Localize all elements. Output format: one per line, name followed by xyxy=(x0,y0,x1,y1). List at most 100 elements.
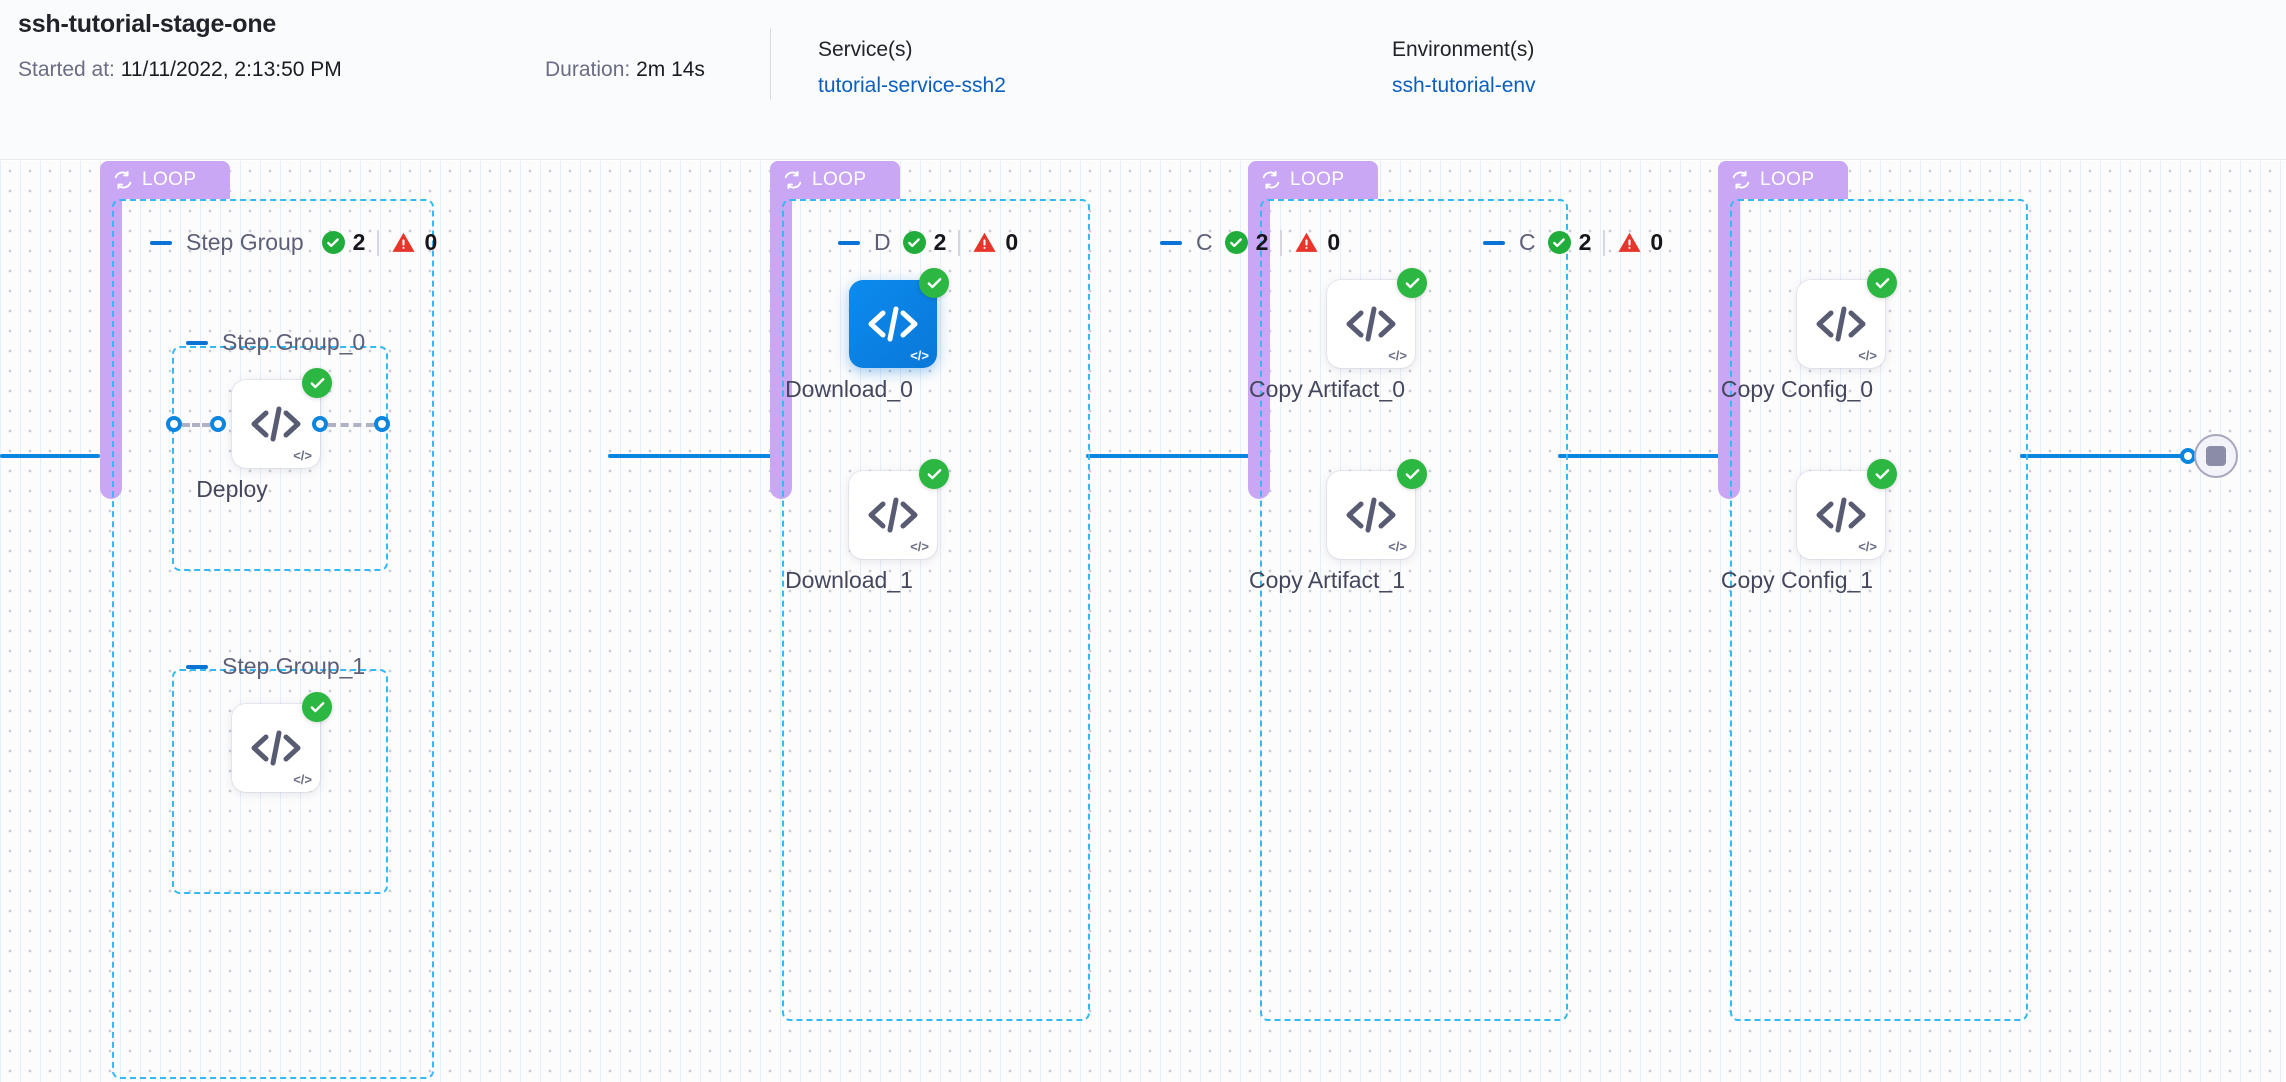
failure-count-value: 0 xyxy=(424,229,438,255)
group-box-step-group[interactable] xyxy=(112,199,434,1079)
services-label: Service(s) xyxy=(818,38,913,61)
execution-header: ssh-tutorial-stage-one Started at: 11/11… xyxy=(0,0,2286,160)
group-box-step-group-0[interactable] xyxy=(172,346,388,571)
node-body[interactable]: </> xyxy=(232,692,332,792)
node-type-glyph: </> xyxy=(1388,348,1407,363)
collapse-toggle-icon[interactable] xyxy=(1483,240,1505,245)
code-icon xyxy=(1814,303,1868,345)
node-body[interactable]: </> xyxy=(849,268,949,368)
group-title: Step Group_0 xyxy=(222,329,366,355)
node-body[interactable]: </> xyxy=(1327,268,1427,368)
failure-count-value: 0 xyxy=(1650,229,1664,255)
loop-icon xyxy=(1730,169,1752,191)
success-count-value: 2 xyxy=(1255,229,1269,255)
node-type-glyph: </> xyxy=(1388,539,1407,554)
success-count-group: 2 xyxy=(1224,229,1269,256)
group-box-step-group-1[interactable] xyxy=(172,669,388,894)
loop-badge-2[interactable]: LOOP xyxy=(770,161,900,199)
dashed-link-left xyxy=(182,423,210,427)
environments-block: Environment(s) ssh-tutorial-env xyxy=(1392,38,1536,98)
node-port-left-outer[interactable] xyxy=(166,416,182,432)
count-divider xyxy=(958,229,961,256)
started-at-row: Started at: 11/11/2022, 2:13:50 PM xyxy=(18,58,342,82)
success-count-group: 2 xyxy=(1547,229,1592,256)
group-header-copy-config[interactable]: C 2 0 xyxy=(1483,229,1663,256)
status-badge-success xyxy=(1867,459,1897,489)
node-label: Copy Config_1 xyxy=(1720,567,1874,593)
loop-badge-label-1: LOOP xyxy=(142,169,197,190)
code-icon xyxy=(866,494,920,536)
group-header-download[interactable]: D 2 0 xyxy=(838,229,1018,256)
environments-label: Environment(s) xyxy=(1392,38,1535,61)
node-label: Copy Artifact_0 xyxy=(1249,376,1405,402)
warning-triangle-icon xyxy=(972,231,997,254)
warning-triangle-icon xyxy=(1294,231,1319,254)
pipeline-end-node[interactable] xyxy=(2194,434,2238,478)
started-at-label: Started at: xyxy=(18,58,115,81)
collapse-toggle-icon[interactable] xyxy=(1160,240,1182,245)
loop-badge-4[interactable]: LOOP xyxy=(1718,161,1848,199)
warning-triangle-icon xyxy=(1617,231,1642,254)
edge-start-to-group1 xyxy=(0,454,100,458)
group-box-download[interactable] xyxy=(782,199,1090,1021)
duration-row: Duration: 2m 14s xyxy=(545,58,705,82)
node-body[interactable]: </> xyxy=(1797,268,1897,368)
failure-count-group: 0 xyxy=(391,229,437,256)
status-badge-success xyxy=(1397,268,1427,298)
duration-label: Duration: xyxy=(545,58,631,81)
group-title: D xyxy=(874,229,891,255)
node-label: Deploy xyxy=(196,476,268,502)
code-icon xyxy=(1344,494,1398,536)
success-count-group: 2 xyxy=(902,229,947,256)
collapse-toggle-icon[interactable] xyxy=(186,664,208,669)
pipeline-graph-canvas[interactable]: LOOP Step Group 2 0 Step Gr xyxy=(0,161,2286,1082)
success-check-icon xyxy=(902,231,926,254)
loop-badge-3[interactable]: LOOP xyxy=(1248,161,1378,199)
collapse-toggle-icon[interactable] xyxy=(186,340,208,345)
service-link[interactable]: tutorial-service-ssh2 xyxy=(818,74,1006,97)
loop-badge-label-2: LOOP xyxy=(812,169,867,190)
loop-badge-label-3: LOOP xyxy=(1290,169,1345,190)
success-count-value: 2 xyxy=(1578,229,1592,255)
loop-badge-1[interactable]: LOOP xyxy=(100,161,230,199)
node-port-left-inner[interactable] xyxy=(210,416,226,432)
node-label: Copy Config_0 xyxy=(1720,376,1874,402)
node-type-glyph: </> xyxy=(1858,348,1877,363)
failure-count-group: 0 xyxy=(972,229,1018,256)
node-label: Download_0 xyxy=(785,376,913,402)
header-divider xyxy=(770,28,771,100)
loop-strip-2 xyxy=(770,161,792,499)
group-header-step-group[interactable]: Step Group 2 0 xyxy=(150,229,437,256)
success-check-icon xyxy=(1224,231,1248,254)
loop-strip-3 xyxy=(1248,161,1270,499)
dashed-link-right xyxy=(328,423,374,427)
status-badge-success xyxy=(1397,459,1427,489)
status-badge-success xyxy=(302,368,332,398)
status-badge-success xyxy=(919,268,949,298)
node-body[interactable]: </> xyxy=(1797,459,1897,559)
status-badge-success xyxy=(1867,268,1897,298)
node-type-glyph: </> xyxy=(1858,539,1877,554)
group-header-step-group-1[interactable]: Step Group_1 xyxy=(186,653,383,680)
loop-badge-label-4: LOOP xyxy=(1760,169,1815,190)
node-body[interactable]: </> xyxy=(1327,459,1427,559)
code-icon xyxy=(1814,494,1868,536)
node-port-right-outer[interactable] xyxy=(374,416,390,432)
node-port-right-inner[interactable] xyxy=(312,416,328,432)
environment-link[interactable]: ssh-tutorial-env xyxy=(1392,74,1536,97)
node-body[interactable]: </> xyxy=(232,368,332,468)
duration-value: 2m 14s xyxy=(636,58,705,81)
code-icon xyxy=(1344,303,1398,345)
node-type-glyph: </> xyxy=(293,448,312,463)
loop-icon xyxy=(112,169,134,191)
group-box-copy-config[interactable] xyxy=(1730,199,2028,1021)
success-count-value: 2 xyxy=(933,229,947,255)
collapse-toggle-icon[interactable] xyxy=(150,240,172,245)
status-badge-success xyxy=(919,459,949,489)
node-body[interactable]: </> xyxy=(849,459,949,559)
collapse-toggle-icon[interactable] xyxy=(838,240,860,245)
group-box-copy-artifact[interactable] xyxy=(1260,199,1568,1021)
group-header-step-group-0[interactable]: Step Group_0 xyxy=(186,329,383,356)
code-icon xyxy=(866,303,920,345)
group-header-copy-artifact[interactable]: C 2 0 xyxy=(1160,229,1340,256)
